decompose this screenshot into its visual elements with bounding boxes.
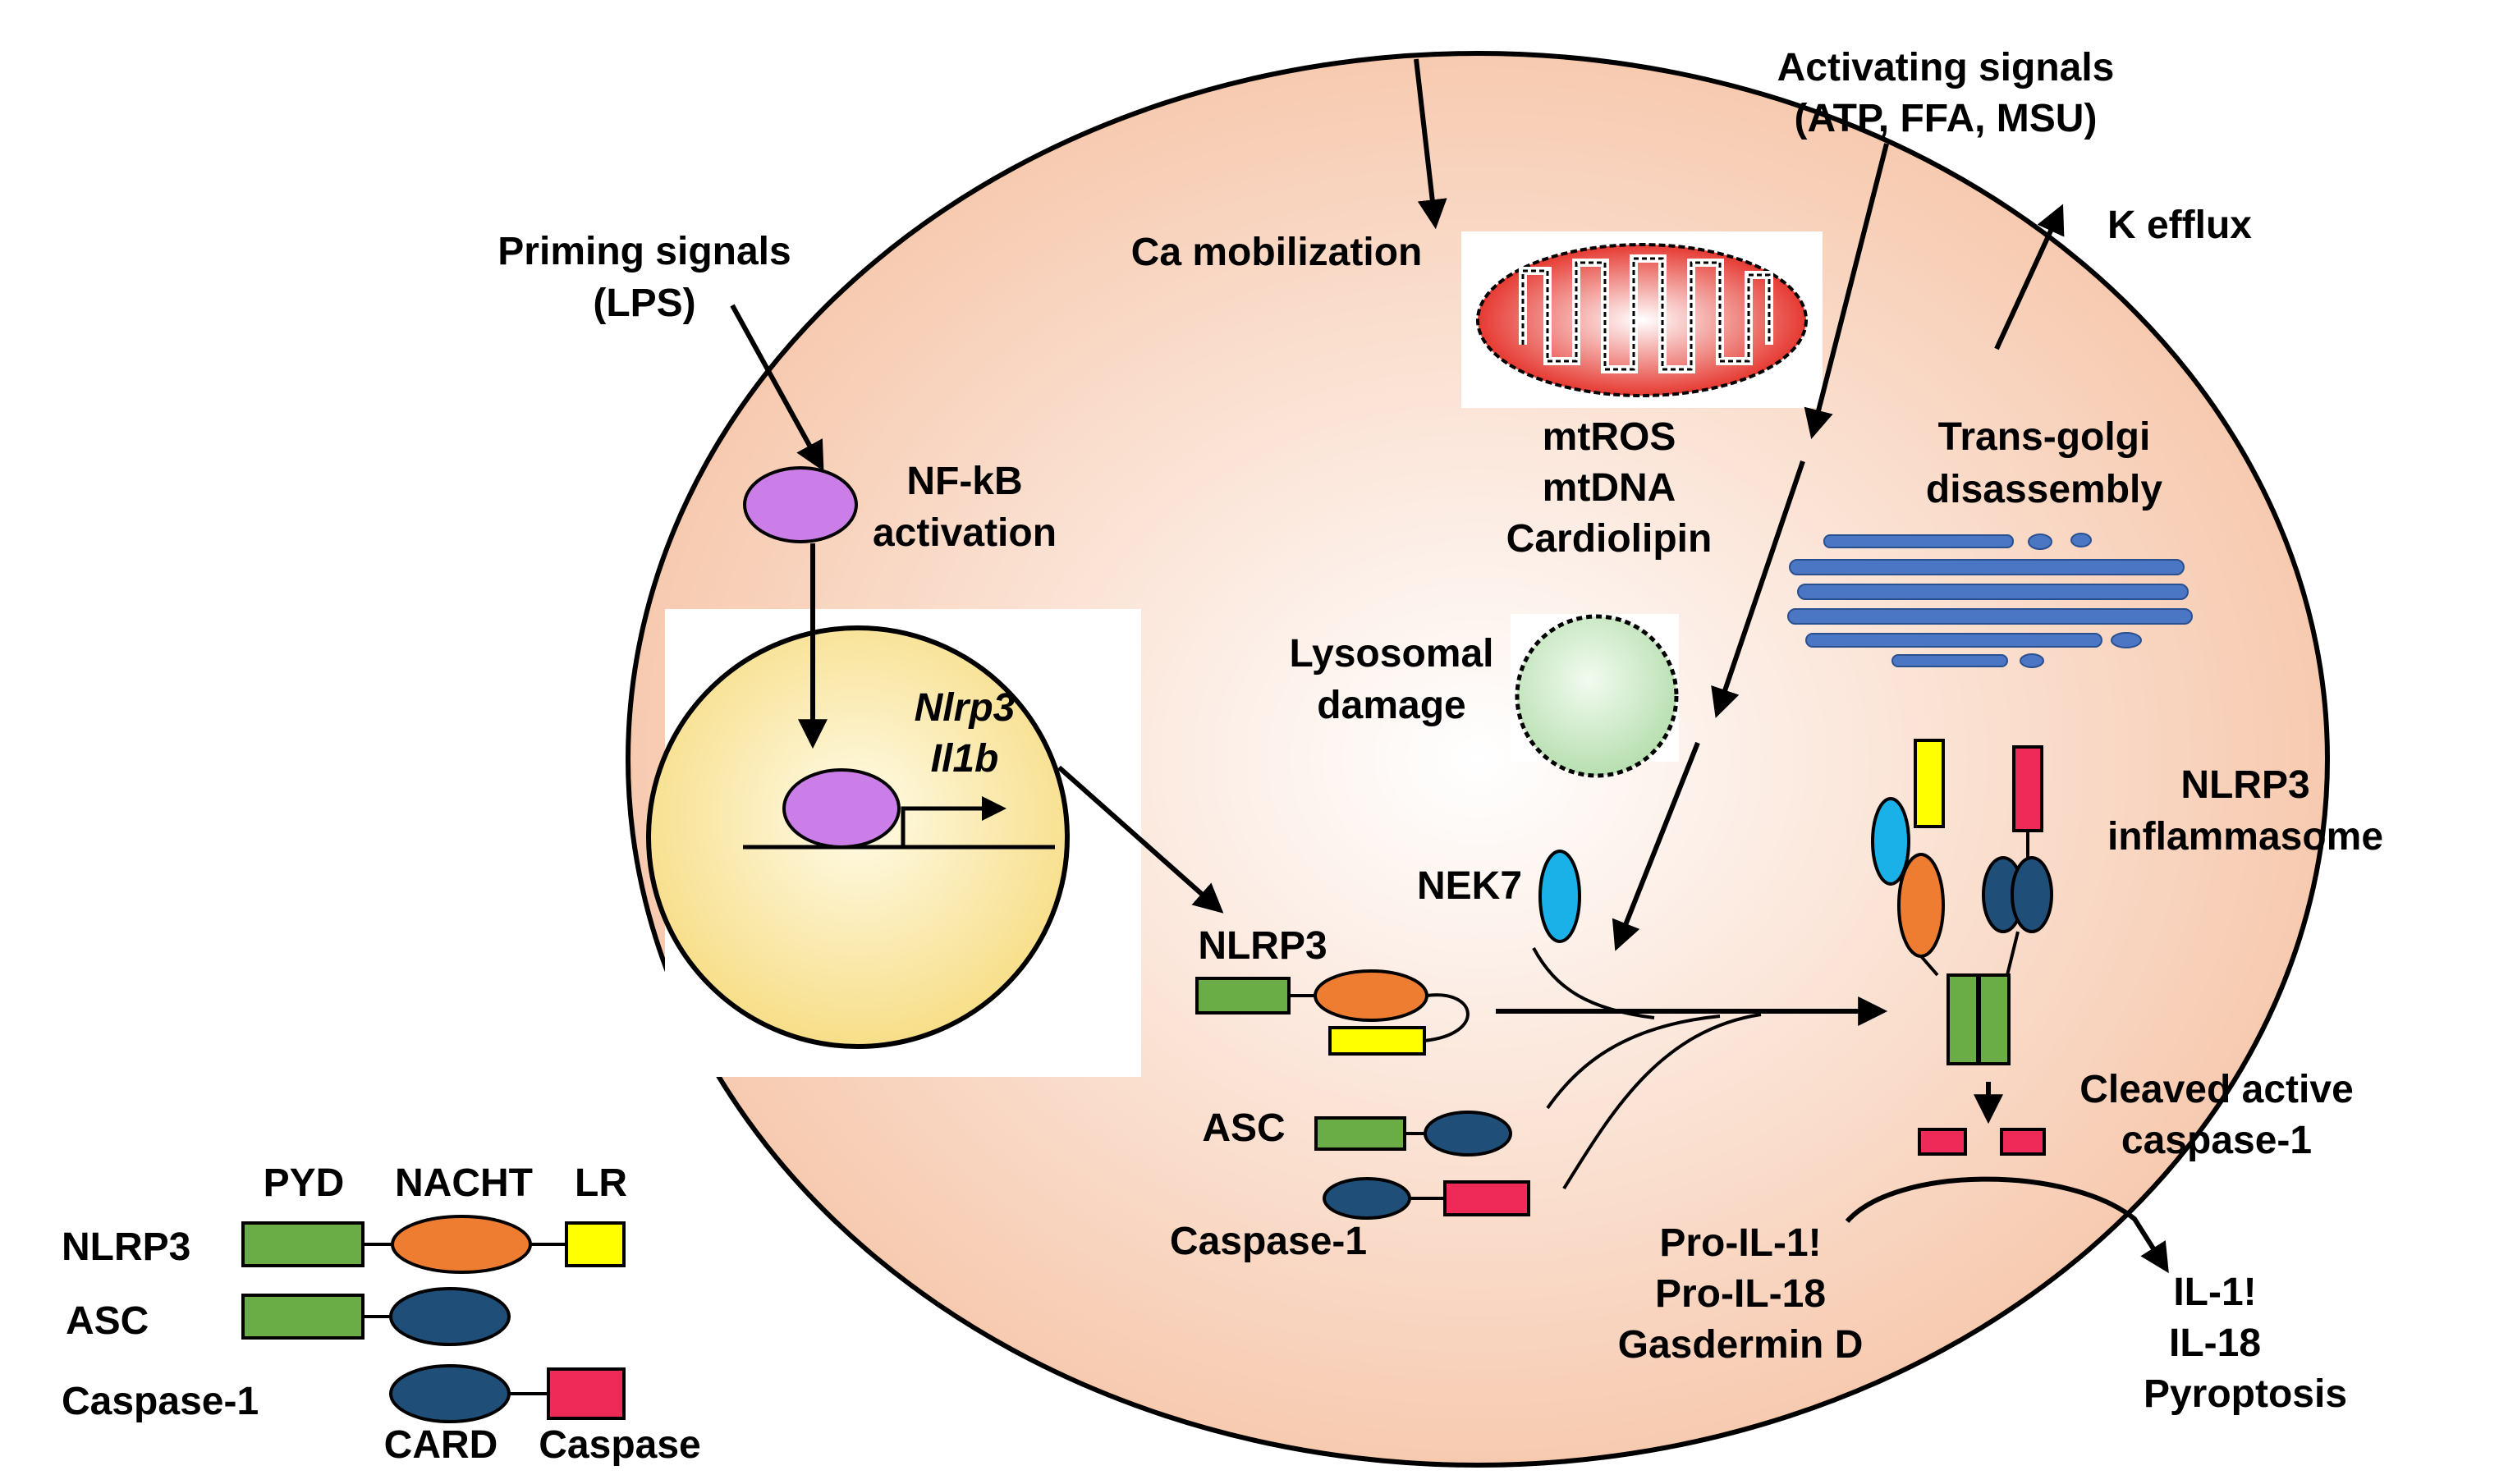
priming-arrow [730,304,824,472]
inflammasome-card-2 [2011,856,2053,933]
priming-signals-label: Priming signals [498,230,791,273]
legend-casp1-caspase [547,1367,626,1420]
nlrp3-lrr [1328,1026,1426,1056]
nfkb-label: NF-kB [906,460,1022,503]
legend-head-lrr: LR [575,1161,627,1205]
legend-row-nlrp3: NLRP3 [62,1225,190,1269]
casp1-card [1323,1177,1411,1220]
inflammasome-caspase [2012,745,2043,832]
processing-arrow [1845,1176,2169,1274]
golgi-label-1: Trans-golgi [1938,415,2151,459]
transcription-start-arrow [901,796,1006,847]
activating-arrow-2 [1711,460,1805,718]
inflammasome-nacht [1897,853,1945,958]
lysosomal-label-2: damage [1317,684,1465,727]
cleaved-caspase-left [1918,1128,1967,1156]
inflammasome-pyd-2 [1978,973,2011,1065]
product-pyroptosis: Pyroptosis [2144,1372,2347,1416]
priming-lps-label: (LPS) [593,282,695,325]
activating-arrow-1 [1804,143,1889,439]
gene-nlrp3-label: Nlrp3 [915,686,1016,730]
legend-nlrp3-lrr [565,1221,626,1267]
legend-foot-card: CARD [384,1423,498,1467]
mtdna-label: mtDNA [1543,466,1676,510]
inflammasome-linker-3 [2006,931,2020,976]
transcription-output-arrow [1057,765,1224,914]
nek7-label: NEK7 [1417,864,1522,908]
k-efflux-label: K efflux [2107,204,2252,247]
inflammasome-lrr [1914,739,1945,828]
ca-arrow [1414,58,1447,230]
legend-asc-pyd [241,1294,365,1340]
inflammasome-nek7 [1871,797,1910,886]
product-il18: IL-18 [2169,1321,2261,1365]
legend-head-nacht: NACHT [395,1161,533,1205]
cardiolipin-label: Cardiolipin [1506,517,1713,561]
asc-pyd [1314,1116,1406,1151]
legend-casp1-card [389,1364,511,1423]
legend-foot-caspase: Caspase [539,1423,700,1467]
casp1-assembly-curve [1562,1013,1762,1190]
substrate-pro-il18: Pro-IL-18 [1655,1272,1826,1316]
legend-head-pyd: PYD [264,1161,345,1205]
golgi-icon [1787,533,2193,668]
nlrp3-linker-2 [1424,993,1470,1042]
legend-row-casp1: Caspase-1 [62,1380,259,1423]
gene-il1b-label: Il1b [931,737,999,781]
nek7-icon [1538,850,1581,943]
cleaved-caspase-right [2000,1128,2046,1156]
cleaved-label-2: caspase-1 [2121,1119,2312,1162]
legend-asc-card [389,1287,511,1346]
legend: PYD NACHT LR NLRP3 ASC Caspase-1 CARD Ca… [62,1161,701,1467]
inflammasome-pyd-1 [1946,973,1979,1065]
activating-arrow-3 [1612,741,1700,951]
nek7-assembly-curve [1532,947,1655,1019]
k-efflux-arrow [1994,204,2065,350]
cell-body [626,51,2330,1468]
legend-row-asc: ASC [66,1299,149,1343]
inflammasome-complex [1871,739,2053,1065]
activating-signals-label: Activating signals [1777,46,2115,89]
inflammasome-linker-1 [1919,955,1939,977]
casp1-protein-label: Caspase-1 [1170,1220,1367,1263]
ca-mobilization-label: Ca mobilization [1131,231,1423,274]
cleaved-label-1: Cleaved active [2079,1068,2354,1111]
nlrp3-protein-label: NLRP3 [1198,924,1327,968]
nlrp3-nacht [1314,969,1428,1022]
legend-nlrp3-nacht [391,1215,532,1274]
asc-card [1424,1111,1512,1157]
casp1-caspase [1443,1180,1530,1216]
inflammasome-title-2: inflammasome [2107,815,2383,859]
asc-assembly-curve [1546,1015,1721,1110]
activating-agents-label: (ATP, FFA, MSU) [1795,97,2098,140]
nfkb-activation-label: activation [873,511,1057,555]
lysosome-icon [1515,614,1679,778]
asc-protein-label: ASC [1202,1106,1285,1150]
product-il1b: IL-1! [2173,1271,2256,1314]
golgi-label-2: disassembly [1926,468,2162,511]
lysosomal-label-1: Lysosomal [1290,632,1494,676]
nlrp3-pyd [1195,977,1291,1015]
nfkb-bound-dna [782,768,901,849]
mito-cristae-outline [1521,257,1771,371]
inflammasome-title-1: NLRP3 [2180,763,2309,807]
substrate-gasdermin: Gasdermin D [1618,1323,1864,1367]
legend-nlrp3-pyd [241,1221,365,1267]
nfkb-icon [743,466,858,543]
mtros-label: mtROS [1543,415,1676,459]
substrate-pro-il1b: Pro-IL-1! [1659,1221,1821,1265]
